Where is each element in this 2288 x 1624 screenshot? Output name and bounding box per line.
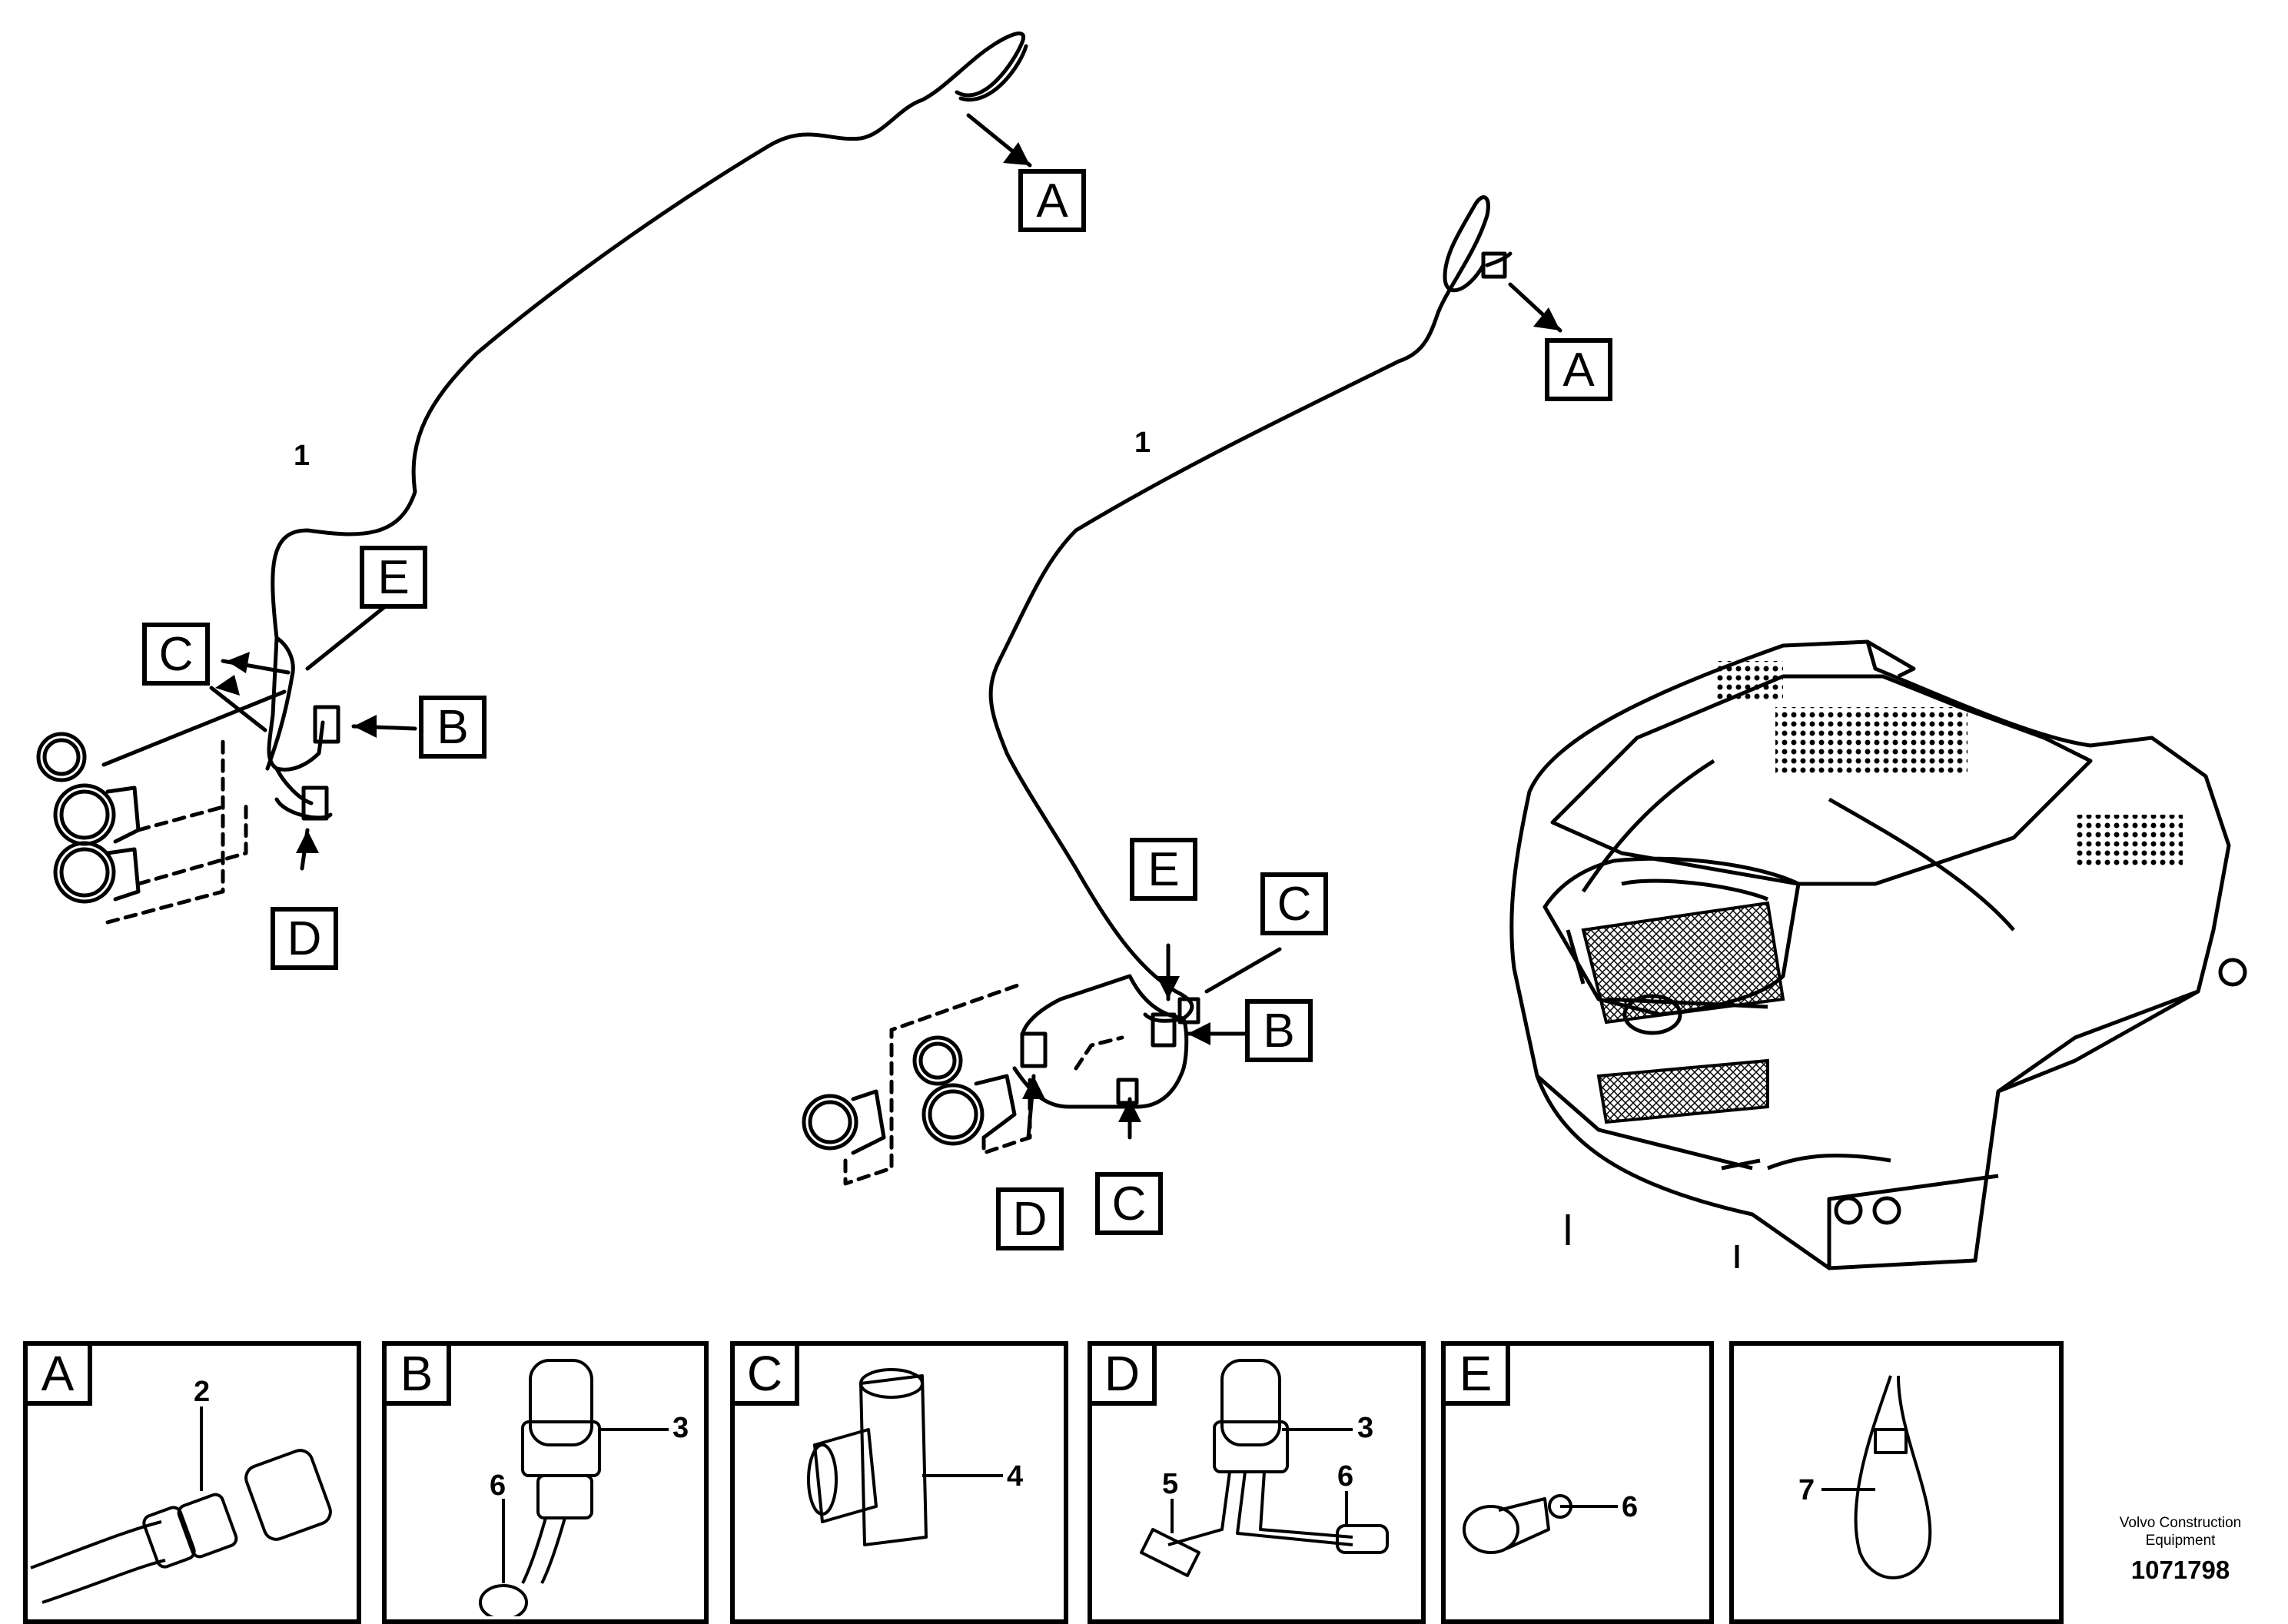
callout-e-left: E [360,546,427,609]
callout-d-right: D [996,1187,1064,1250]
right-lamp-top [912,1035,963,1086]
panel-letter-b: B [382,1341,451,1406]
part-number-6-panel-b: 6 [490,1470,506,1502]
right-connector-d [1020,1031,1048,1068]
right-connector-b [1151,1012,1177,1048]
left-lamp-mid [53,783,116,846]
left-lamp-bottom [53,841,116,904]
callout-a-right: A [1545,338,1612,401]
callout-a-left: A [1018,169,1086,232]
right-connector-e [1177,997,1200,1025]
detail-panel-b: B [382,1341,709,1624]
callout-d-left: D [271,907,338,970]
panel-letter-d: D [1088,1341,1157,1406]
part-number-1-right: 1 [1134,427,1151,459]
panel-letter-c: C [730,1341,799,1406]
right-connector-a [1481,251,1507,279]
left-lamp-top [36,732,87,782]
part-number-3-panel-d: 3 [1357,1412,1374,1444]
callout-e-right: E [1130,838,1197,901]
panel-letter-e: E [1441,1341,1510,1406]
drawing-number: 1071798 [2130,1556,2230,1584]
part-number-4: 4 [1007,1460,1024,1493]
maker-line-2: Equipment [2145,1533,2216,1549]
right-lamp-mid [922,1083,985,1146]
callout-b-right: B [1245,999,1313,1062]
callout-c-right-bottom: C [1095,1172,1163,1235]
right-lamp-side [802,1094,858,1151]
front-grille [1581,901,1785,1025]
part-number-3-panel-b: 3 [672,1412,689,1444]
detail-panel-e: E [1441,1341,1714,1624]
left-connector-b [313,705,340,744]
panel-letter-a: A [23,1341,92,1406]
drawing-footer: Volvo Construction Equipment 1071798 [2096,1514,2265,1585]
detail-panel-7 [1729,1341,2064,1624]
callout-b-left: B [419,696,486,759]
maker-line-1: Volvo Construction [2119,1515,2242,1531]
part-number-6-panel-e: 6 [1622,1491,1639,1523]
right-harness-cable [988,195,1490,1021]
callout-c-left: C [142,623,210,686]
part-number-7: 7 [1798,1474,1815,1506]
detail-panel-d: D [1088,1341,1426,1624]
right-connector-c [1116,1078,1139,1105]
roof-grille [1714,661,2183,868]
part-number-6-panel-d: 6 [1337,1460,1354,1493]
part-number-1-left: 1 [294,440,310,472]
left-harness-cable [267,32,1025,771]
part-number-5: 5 [1162,1468,1179,1500]
callout-c-right-top: C [1260,872,1328,935]
part-number-2: 2 [194,1376,211,1408]
detail-panel-a: A [23,1341,361,1624]
